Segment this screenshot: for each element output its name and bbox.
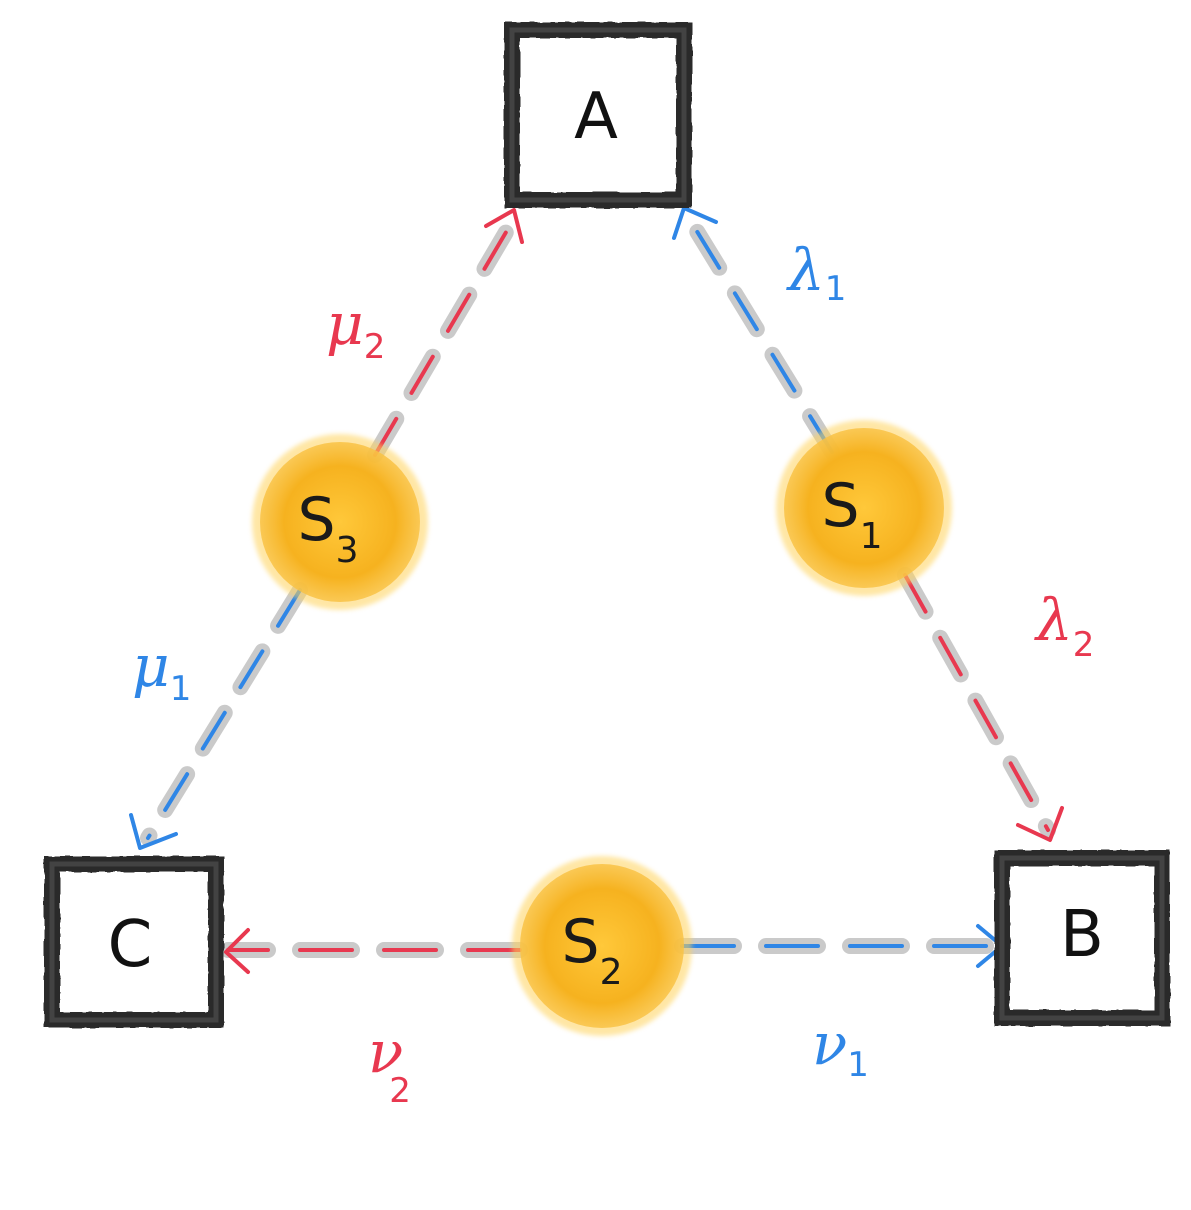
source-s2-label: S (562, 907, 600, 977)
edge-label-mu2-subscript: 2 (364, 327, 386, 367)
edge-label-mu1-subscript: 1 (170, 669, 192, 709)
edge-label-lambda1: λ (786, 236, 825, 304)
party-a-label: A (574, 80, 618, 154)
svg-text:S1: S1 (822, 471, 883, 557)
svg-text:λ1: λ1 (786, 236, 846, 309)
arrowhead-blue-icon (129, 813, 178, 850)
arrowhead-red-icon (224, 928, 250, 974)
arrowhead-red-icon (484, 208, 524, 244)
svg-text:S2: S2 (562, 907, 623, 993)
edge-label-lambda2-subscript: 2 (1073, 625, 1095, 665)
edge-label-lambda2: λ (1034, 586, 1073, 654)
svg-text:ν1: ν1 (812, 1010, 869, 1085)
arrowhead-red-icon (1016, 806, 1064, 842)
svg-text:λ2: λ2 (1034, 586, 1094, 665)
party-b-label: B (1060, 898, 1104, 972)
edge-label-nu2: ν (368, 1018, 403, 1086)
svg-text:ν2: ν2 (368, 1018, 411, 1111)
source-s3-label: S (298, 485, 336, 555)
svg-text:S3: S3 (298, 485, 359, 571)
source-s1-subscript: 1 (860, 516, 883, 557)
edge-label-nu1: ν (812, 1010, 847, 1078)
edge-label-lambda1-subscript: 1 (825, 269, 847, 309)
edge-label-mu2: μ (326, 290, 364, 358)
source-s3-subscript: 3 (336, 530, 359, 571)
party-c-box: C (44, 856, 224, 1028)
party-a-box: A (504, 22, 692, 208)
edge-s1-to-b (897, 567, 1064, 842)
edge-s3-to-a (367, 208, 524, 463)
edge-s3-to-c (129, 582, 308, 850)
edge-s2-to-c (220, 928, 528, 974)
source-s2: S2 (512, 856, 692, 1036)
edge-label-nu1-subscript: 1 (847, 1045, 869, 1085)
edge-s2-to-b (674, 924, 1008, 968)
party-c-label: C (108, 908, 153, 982)
source-s2-subscript: 2 (600, 952, 623, 993)
svg-text:μ1: μ1 (132, 632, 191, 709)
edge-label-mu1: μ (132, 632, 170, 700)
source-s3: S3 (252, 434, 428, 610)
party-b-box: B (994, 850, 1170, 1026)
source-s1-label: S (822, 471, 860, 541)
svg-text:μ2: μ2 (326, 290, 385, 367)
edge-label-nu2-subscript: 2 (389, 1071, 411, 1111)
source-s1: S1 (776, 420, 952, 596)
